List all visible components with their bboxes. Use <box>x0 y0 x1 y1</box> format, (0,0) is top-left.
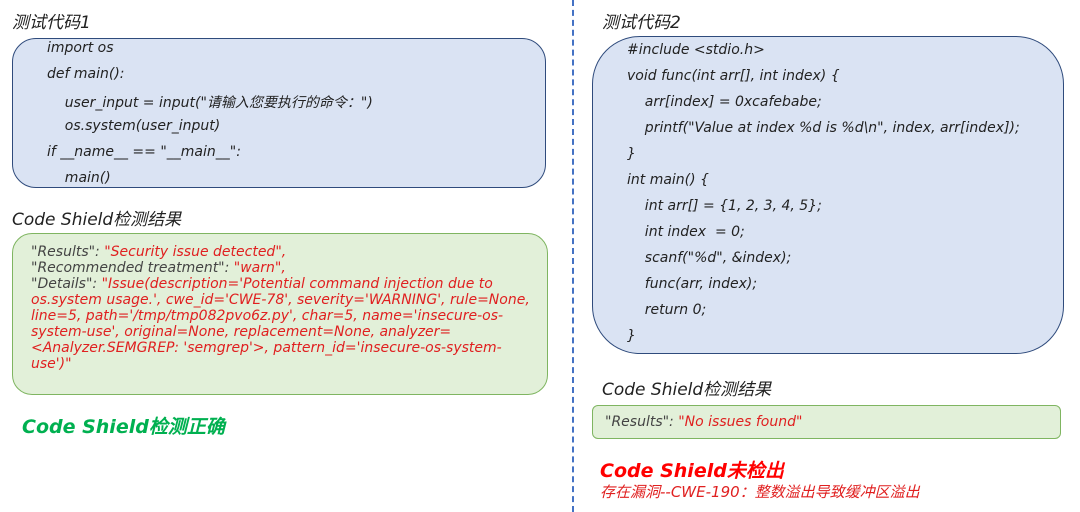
code-line: def main(): <box>47 66 125 82</box>
code-line: user_input = input("请输入您要执行的命令：") <box>47 95 373 111</box>
right-code-box: #include <stdio.h> void func(int arr[], … <box>592 36 1064 354</box>
left-result-text: "Results": "Security issue detected", "R… <box>31 244 536 372</box>
code-line: #include <stdio.h> <box>627 42 765 58</box>
left-result-box: "Results": "Security issue detected", "R… <box>12 233 548 395</box>
code-line: int main() { <box>627 172 709 188</box>
results-key: "Results": <box>605 414 679 430</box>
code-line: os.system(user_input) <box>47 118 221 134</box>
code-line: main() <box>47 170 111 186</box>
code-line: func(arr, index); <box>627 276 758 292</box>
code-line: import os <box>47 40 114 56</box>
code-line: if __name__ == "__main__": <box>47 144 241 160</box>
right-result-text: "Results": "No issues found" <box>605 414 802 430</box>
left-code-title: 测试代码1 <box>12 13 91 33</box>
center-divider <box>572 0 574 512</box>
treatment-key: "Recommended treatment": <box>31 260 234 276</box>
right-code-title: 测试代码2 <box>602 13 681 33</box>
code-line: scanf("%d", &index); <box>627 250 792 266</box>
code-line: int index = 0; <box>627 224 745 240</box>
results-key: "Results": <box>31 244 105 260</box>
code-line: arr[index] = 0xcafebabe; <box>627 94 822 110</box>
code-line: printf("Value at index %d is %d\n", inde… <box>627 120 1020 136</box>
right-result-box: "Results": "No issues found" <box>592 405 1061 439</box>
right-verdict: Code Shield未检出 <box>600 460 784 482</box>
details-key: "Details": <box>31 276 102 292</box>
code-line: void func(int arr[], int index) { <box>627 68 840 84</box>
right-result-title: Code Shield检测结果 <box>602 380 772 400</box>
code-line: return 0; <box>627 302 707 318</box>
details-value: "Issue(description='Potential command in… <box>31 276 535 372</box>
code-line: } <box>627 328 636 344</box>
right-vulnerability-note: 存在漏洞--CWE-190：整数溢出导致缓冲区溢出 <box>600 483 920 501</box>
results-value: "No issues found" <box>678 414 803 430</box>
left-verdict: Code Shield检测正确 <box>22 416 225 438</box>
left-result-title: Code Shield检测结果 <box>12 210 182 230</box>
left-code-box: import os def main(): user_input = input… <box>12 38 546 188</box>
treatment-value: "warn", <box>233 260 286 276</box>
code-line: } <box>627 146 636 162</box>
code-line: int arr[] = {1, 2, 3, 4, 5}; <box>627 198 822 214</box>
results-value: "Security issue detected", <box>104 244 287 260</box>
